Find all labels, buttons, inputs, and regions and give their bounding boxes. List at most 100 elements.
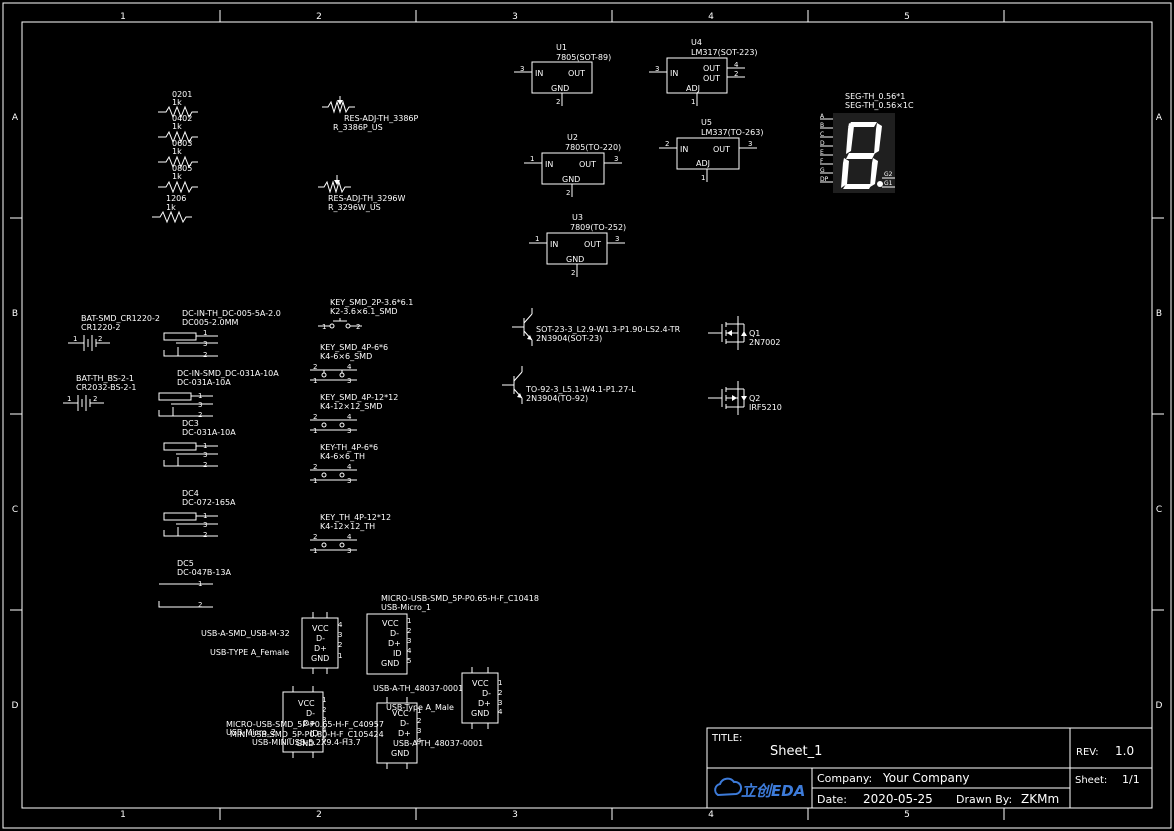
svg-text:3: 3 [407,637,411,645]
row-label: A [12,113,19,123]
company-value: Your Company [882,771,970,785]
svg-text:1: 1 [322,323,326,331]
svg-text:7805(TO-220): 7805(TO-220) [565,143,621,152]
regulator-group: U1 7805(SOT-89) 3 IN OUT GND 2 U2 7805(T… [514,38,763,277]
resistor-0201[interactable]: 0201 1k [158,90,198,119]
svg-text:D+: D+ [314,644,327,653]
svg-text:DC-031A-10A: DC-031A-10A [177,378,231,387]
seven-segment-display[interactable]: SEG-TH_0.56*1 SEG-TH_0.56×1C A B C D E F… [820,92,914,193]
npn-sot23[interactable]: SOT-23-3_L2.9-W1.3-P1.90-LS2.4-TR 2N3904… [512,308,681,346]
svg-text:1: 1 [535,235,539,243]
svg-text:3: 3 [748,140,752,148]
resistor-0805[interactable]: 0805 1k [158,164,198,194]
nmos-q1[interactable]: Q1 2N7002 [708,316,780,350]
company-label: Company: [817,772,872,785]
dc-jack-dc4[interactable]: DC4 DC-072-165A 1 3 2 [163,489,236,539]
dc-jack-dc3[interactable]: DC3 DC-031A-10A 1 3 2 [163,419,236,469]
key-smd-4p-6x6[interactable]: KEY_SMD_4P-6*6 K4-6×6_SMD 2 1 4 3 [310,343,388,385]
key-th-4p-12x12[interactable]: KEY_TH_4P-12*12 K4-12×12_TH 2 1 4 3 [310,513,391,555]
svg-text:1: 1 [530,155,534,163]
svg-text:MICRO-USB-SMD_5P-P0.65-H-F_C10: MICRO-USB-SMD_5P-P0.65-H-F_C10418 [381,594,539,603]
svg-text:4: 4 [498,708,503,716]
svg-text:G2: G2 [884,171,893,178]
usb-a-smd[interactable]: VCC D- D+ GND 4 3 2 1 USB-A-SMD_USB-M-32… [201,612,343,674]
rev-value: 1.0 [1115,744,1134,758]
key-th-4p-6x6[interactable]: KEY-TH_4P-6*6 K4-6×6_TH 2 1 4 3 [310,443,378,485]
svg-text:VCC: VCC [298,699,315,708]
svg-text:3: 3 [347,427,351,435]
svg-text:ADJ: ADJ [686,84,700,93]
cloud-icon [714,777,743,797]
date-label: Date: [817,793,847,806]
svg-text:2: 2 [338,641,342,649]
key-smd-4p-12x12[interactable]: KEY_SMD_4P-12*12 K4-12×12_SMD 2 1 4 3 [310,393,398,435]
svg-text:0805: 0805 [172,164,192,173]
svg-text:A: A [820,113,825,120]
svg-text:GND: GND [566,255,584,264]
sheet-title: Sheet_1 [770,744,822,759]
regulator-u1[interactable]: U1 7805(SOT-89) 3 IN OUT GND 2 [514,43,611,106]
resistor-0402[interactable]: 0402 1k [158,114,198,144]
title-label: TITLE: [711,733,742,744]
dc-jack-dc5[interactable]: DC5 DC-047B-13A 1 2 [158,559,231,609]
svg-text:BAT-SMD_CR1220-2: BAT-SMD_CR1220-2 [81,314,160,323]
battery-cr2032[interactable]: BAT-TH_BS-2-1 CR2032-BS-2-1 1 2 [63,374,136,411]
regulator-u2[interactable]: U2 7805(TO-220) 1 3 IN OUT GND 2 [524,133,622,197]
svg-text:1: 1 [313,377,317,385]
svg-text:K4-6×6_SMD: K4-6×6_SMD [320,352,372,361]
battery-group: BAT-SMD_CR1220-2 CR1220-2 1 2 BAT-TH_BS-… [63,314,160,411]
regulator-u5[interactable]: U5 LM337(TO-263) 2 3 IN OUT ADJ 1 [659,118,763,182]
svg-text:4: 4 [347,413,352,421]
resistor-1206[interactable]: 1206 1k [152,194,192,224]
usb-a-th-2[interactable]: VCC D- D+ GND 1 2 3 4 USB-A-TH_48037-000… [376,702,483,764]
svg-text:1: 1 [417,707,421,715]
usb-mini[interactable]: MINI-USB-SMD_5P-P0.80-H-F_C105424 USB-MI… [230,730,384,747]
npn-to92[interactable]: TO-92-3_L5.1-W4.1-P1.27-L 2N3904(TO-92) [502,366,636,404]
usb-a-th-1[interactable]: VCC D- D+ GND 1 2 3 4 USB-A-TH_48037-000… [373,672,503,724]
row-label: A [1156,113,1163,123]
battery-cr1220[interactable]: BAT-SMD_CR1220-2 CR1220-2 1 2 [68,314,160,351]
svg-text:2N3904(TO-92): 2N3904(TO-92) [526,394,588,403]
svg-text:2: 2 [198,601,202,609]
svg-text:1206: 1206 [166,194,186,203]
resistor-0603[interactable]: 0603 1k [158,139,198,169]
svg-text:IN: IN [535,69,543,78]
svg-text:D+: D+ [478,699,491,708]
svg-text:3: 3 [338,631,342,639]
key-smd-2p[interactable]: KEY_SMD_2P-3.6*6.1 K2-3.6×6.1_SMD 1 2 [318,298,413,331]
svg-text:0201: 0201 [172,90,192,99]
svg-text:OUT: OUT [568,69,585,78]
svg-text:C: C [820,131,824,138]
row-label: B [1156,309,1162,319]
potentiometer-3296w[interactable]: RES-ADJ-TH_3296W R_3296W_US [318,175,406,212]
regulator-u3[interactable]: U3 7809(TO-252) 1 3 IN OUT GND 2 [529,213,626,277]
svg-text:2: 2 [313,533,317,541]
svg-text:VCC: VCC [472,679,489,688]
svg-text:ADJ: ADJ [696,159,710,168]
svg-text:RES-ADJ-TH_3296W: RES-ADJ-TH_3296W [328,194,406,203]
svg-text:DC4: DC4 [182,489,199,498]
usb-micro-2[interactable]: VCC D- D+ ID GND 1 2 3 4 5 MICRO-USB-SMD… [226,691,384,753]
usb-micro-1[interactable]: MICRO-USB-SMD_5P-P0.65-H-F_C10418 USB-Mi… [366,594,539,675]
key-switch-group: KEY_SMD_2P-3.6*6.1 K2-3.6×6.1_SMD 1 2 KE… [310,298,413,555]
pmos-q2[interactable]: Q2 IRF5210 [708,381,782,415]
dc-jack-031a[interactable]: DC-IN-SMD_DC-031A-10A DC-031A-10A 1 3 2 [158,369,279,419]
svg-text:3: 3 [347,477,351,485]
svg-text:MICRO-USB-SMD_5P-P0.65-H-F_C40: MICRO-USB-SMD_5P-P0.65-H-F_C40957 [226,720,384,729]
svg-text:1: 1 [203,512,207,520]
svg-text:USB-Type A_Male: USB-Type A_Male [386,703,454,712]
svg-text:2: 2 [198,411,202,419]
row-label: D [12,701,19,711]
svg-text:1: 1 [313,547,317,555]
usb-group: VCC D- D+ GND 4 3 2 1 USB-A-SMD_USB-M-32… [201,594,539,769]
row-label: C [1156,505,1162,515]
regulator-u4[interactable]: U4 LM317(SOT-223) 3 4 2 IN OUT OUT ADJ 1 [649,38,758,106]
svg-text:1k: 1k [172,147,182,156]
svg-text:3: 3 [417,727,421,735]
svg-text:1: 1 [498,679,502,687]
potentiometer-3386p[interactable]: RES-ADJ-TH_3386P R_3386P_US [322,96,419,132]
svg-text:2: 2 [313,413,317,421]
svg-text:3: 3 [655,65,659,73]
dc-jack-005[interactable]: DC-IN-TH_DC-005-5A-2.0 DC005-2.0MM 1 3 2 [163,309,281,359]
svg-text:D+: D+ [398,729,411,738]
